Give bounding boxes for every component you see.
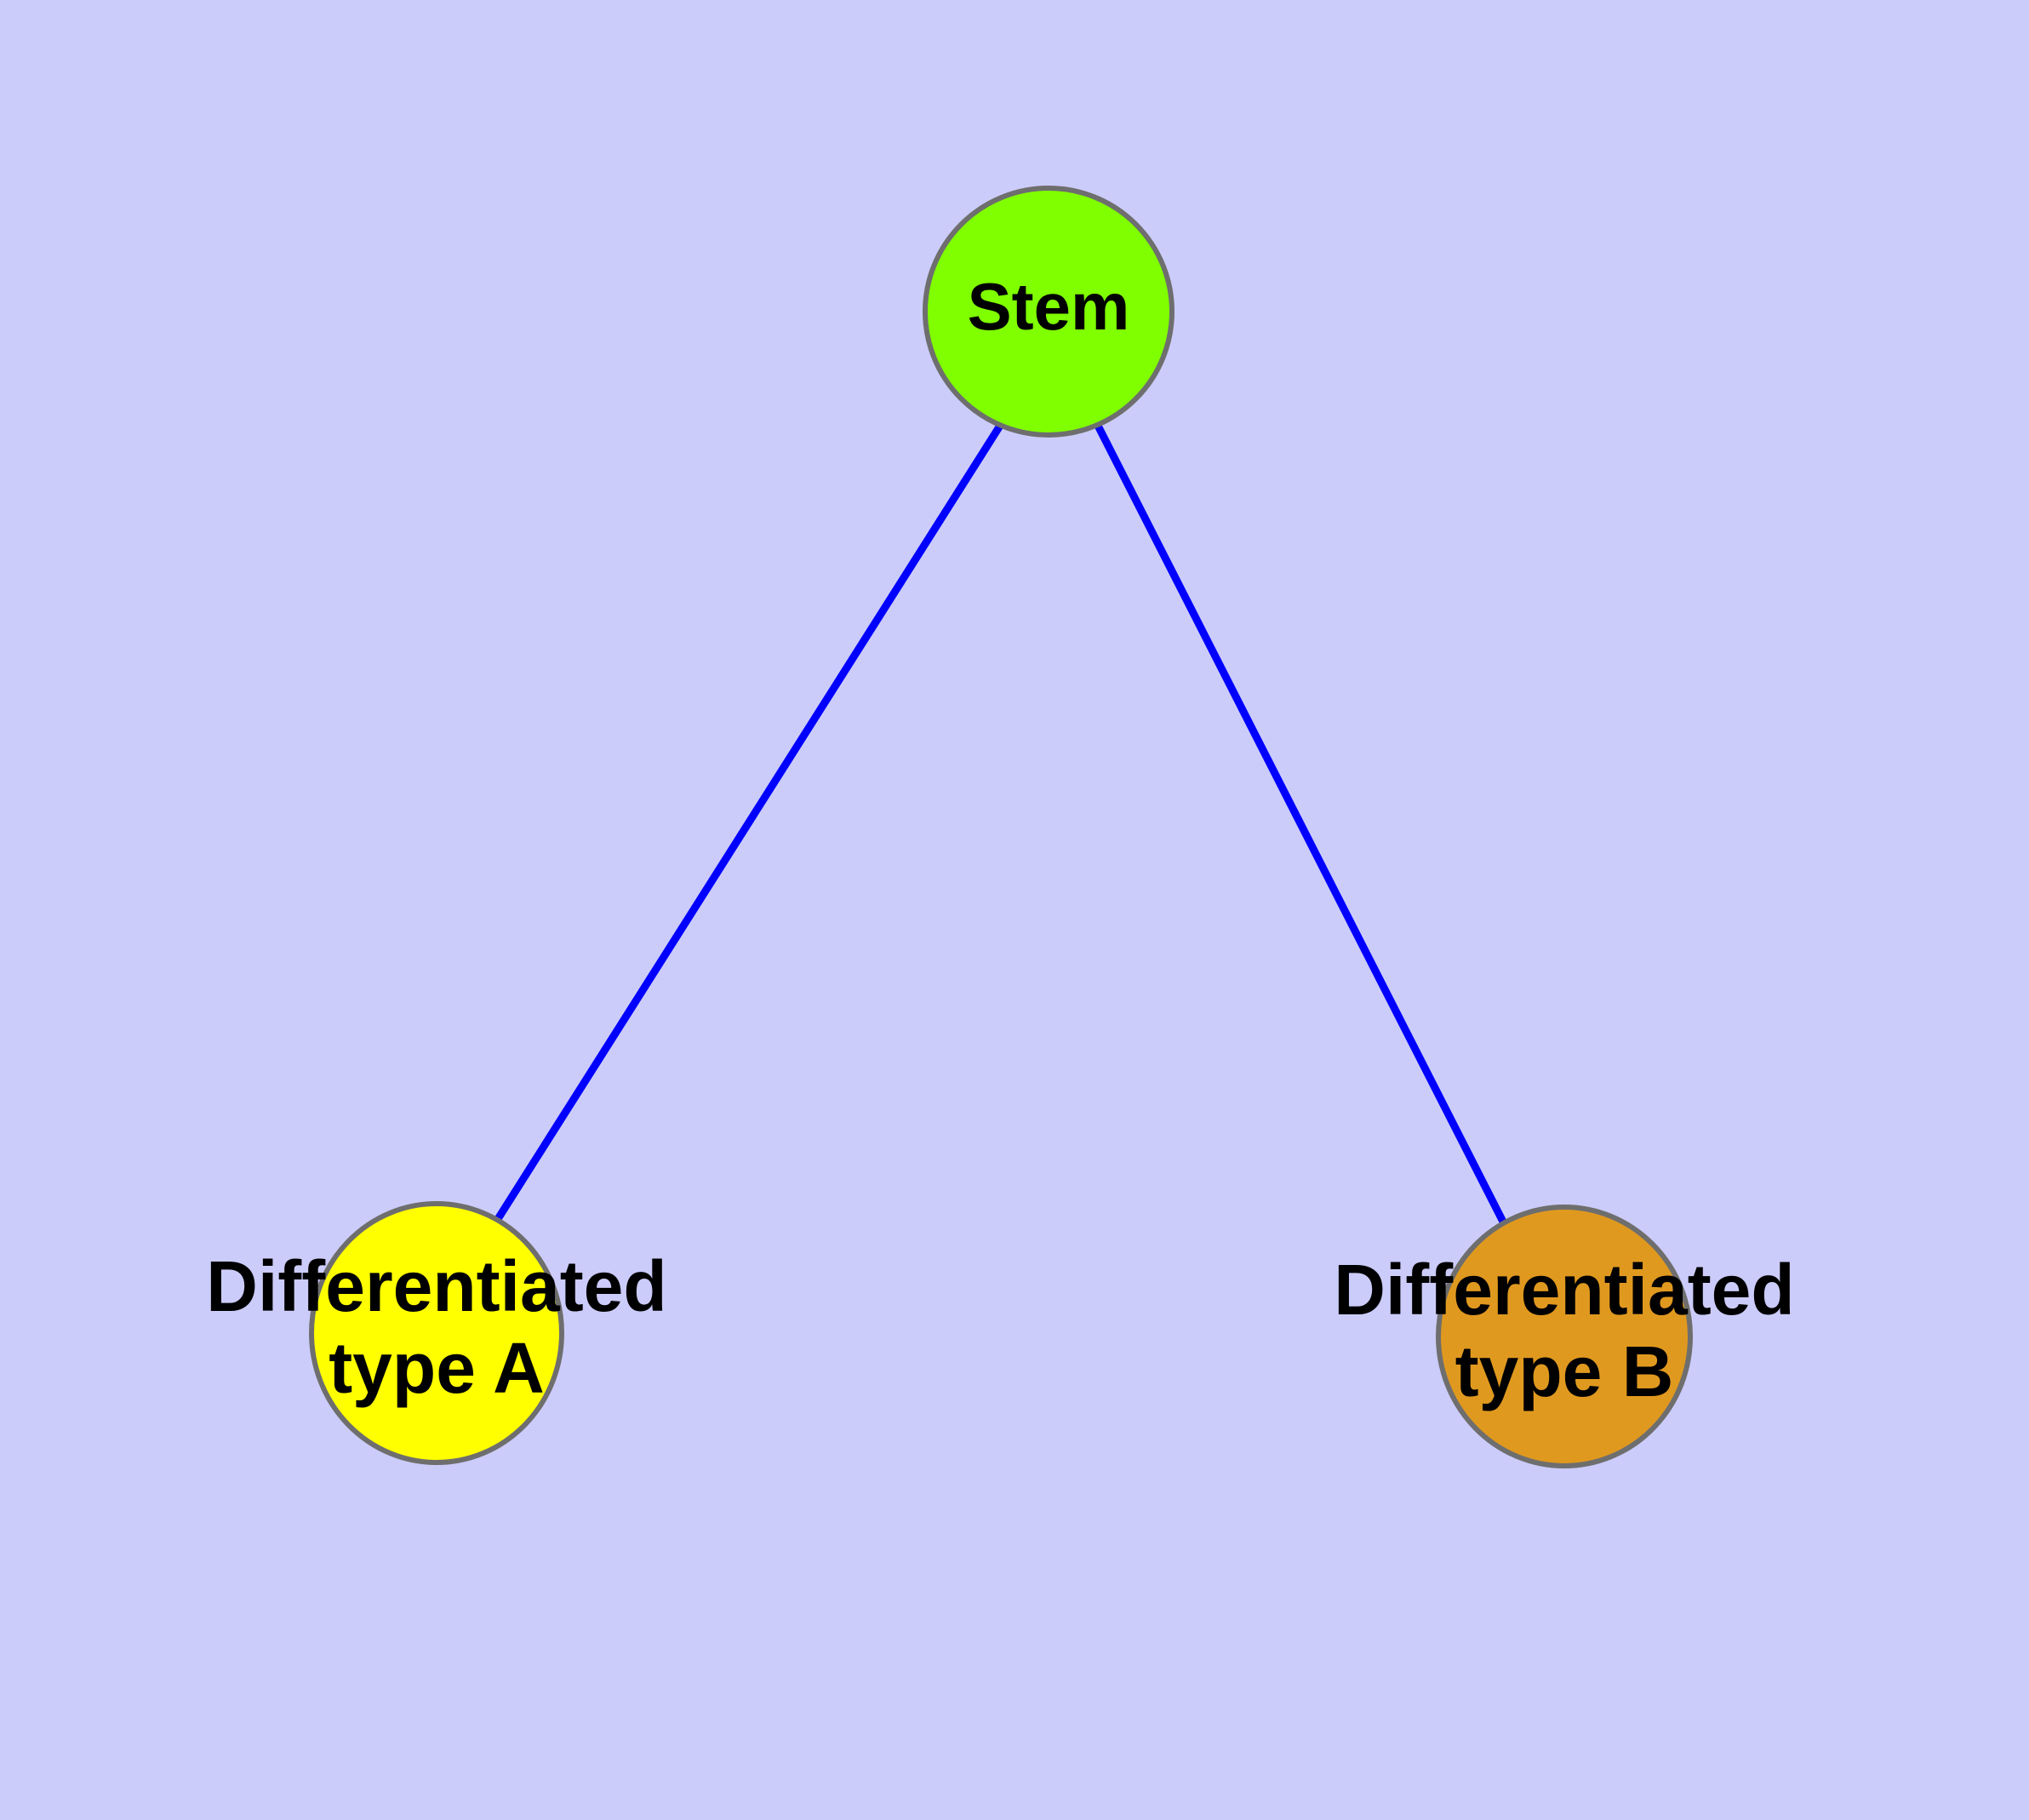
node-circle-diff-b[interactable]	[1436, 1205, 1693, 1468]
edges-layer	[489, 423, 1512, 1233]
node-label-line: type A	[329, 1328, 545, 1408]
edge-stem-to-diff-b	[1094, 423, 1512, 1233]
node-label-line: Differentiated	[206, 1246, 666, 1326]
node-label-line: Stem	[968, 269, 1130, 344]
node-label-line: type B	[1455, 1331, 1674, 1411]
edge-stem-to-diff-a	[489, 423, 1003, 1231]
node-label-stem: Stem	[968, 269, 1130, 344]
node-circle-diff-a[interactable]	[309, 1201, 564, 1465]
node-label-line: Differentiated	[1334, 1250, 1794, 1330]
node-stem[interactable]: Stem	[923, 186, 1175, 438]
node-circle-stem[interactable]	[923, 186, 1175, 438]
